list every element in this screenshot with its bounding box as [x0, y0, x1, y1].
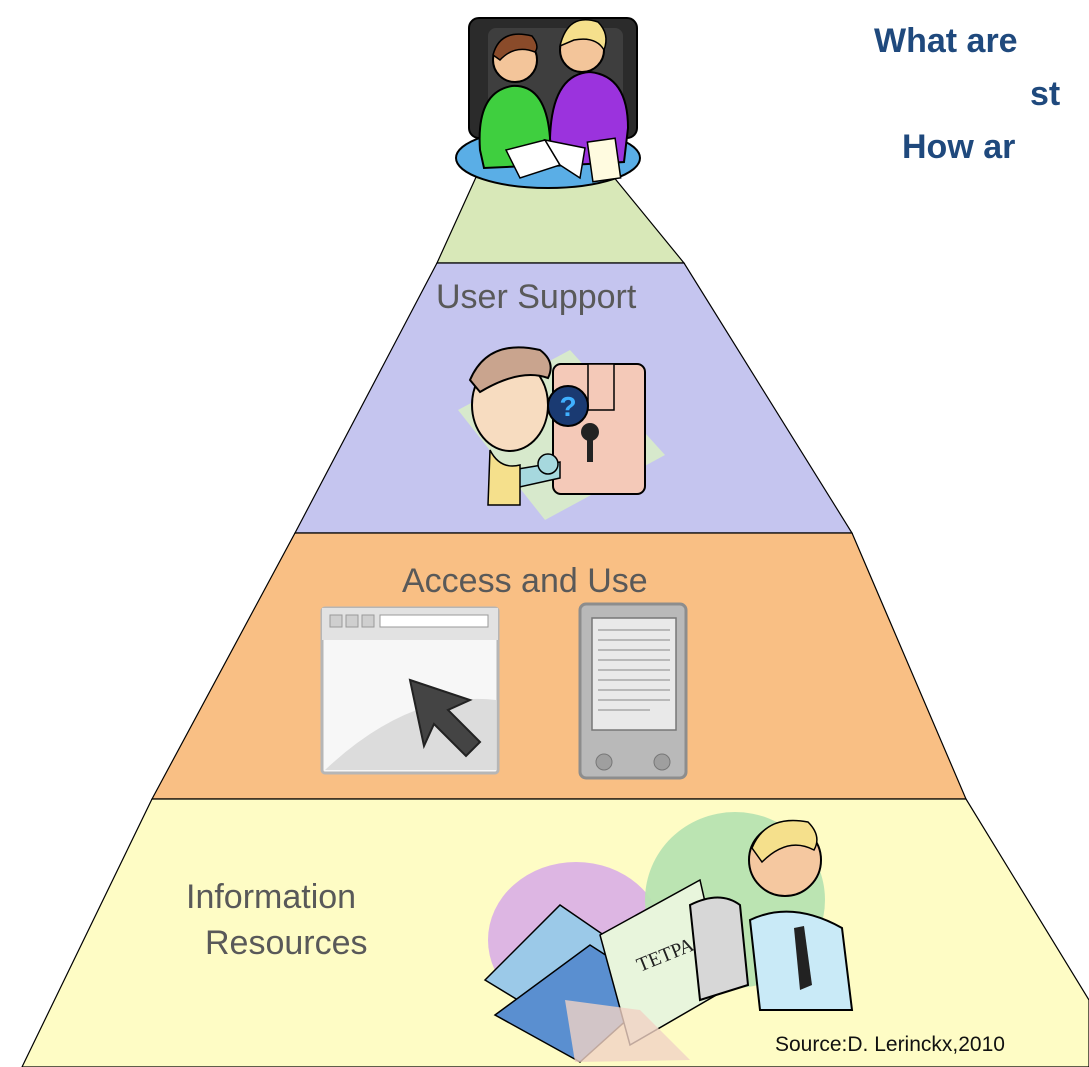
source-citation: Source:D. Lerinckx,2010 [775, 1033, 1005, 1056]
ebook-reader-clipart [578, 602, 688, 780]
svg-text:?: ? [559, 391, 576, 422]
access-and-use-label: Access and Use [402, 562, 648, 600]
information-resources-clipart: ТЕТРАД [483, 812, 854, 1063]
user-support-label: User Support [436, 278, 637, 316]
question-line-1: What are [874, 22, 1018, 60]
user-support-clipart: ? [458, 346, 665, 520]
browser-window-clipart [320, 606, 500, 775]
people-reading-clipart [455, 17, 641, 189]
question-line-3: How ar [902, 128, 1016, 166]
information-resources-label-line-2: Resources [205, 924, 368, 962]
information-resources-label-line-1: Information [186, 878, 357, 916]
question-line-2: st [1030, 75, 1061, 113]
